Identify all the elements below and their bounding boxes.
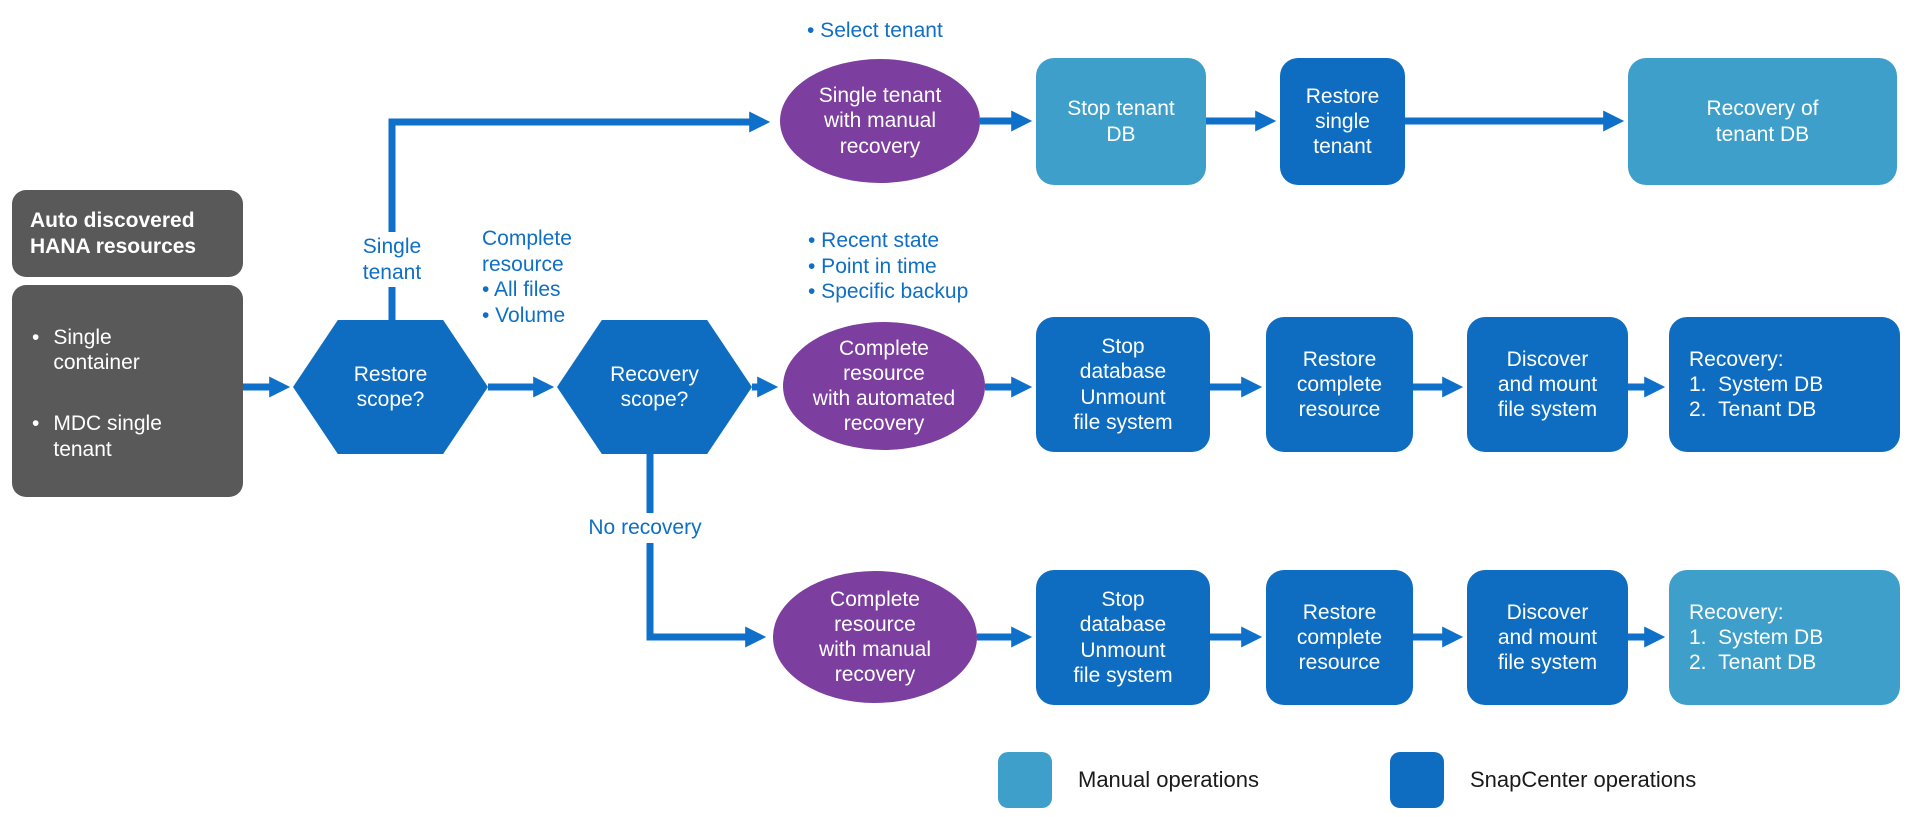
step-restore-complete-resource-automated: Restore complete resource (1266, 317, 1413, 452)
recovery-scope-decision-hexagon: Recovery scope? (557, 320, 752, 454)
complete-resource-manual-recovery-ellipse: Complete resource with manual recovery (773, 571, 977, 703)
list-item: • Single container (32, 325, 140, 375)
label-no-recovery: No recovery (575, 513, 715, 543)
legend-snapcenter-swatch (1390, 752, 1444, 808)
step-restore-single-tenant: Restore single tenant (1280, 58, 1405, 185)
legend-manual-swatch (998, 752, 1052, 808)
restore-scope-decision-hexagon: Restore scope? (293, 320, 488, 454)
list-item-label: Single container (53, 326, 140, 375)
bullet-icon: • (32, 326, 40, 349)
step-stop-database-unmount-automated: Stop database Unmount file system (1036, 317, 1210, 452)
list-item-label: MDC single tenant (53, 412, 162, 461)
step-stop-database-unmount-manual: Stop database Unmount file system (1036, 570, 1210, 705)
legend-manual-operations: Manual operations (998, 752, 1259, 808)
step-recovery-system-tenant-db-manual: Recovery: 1. System DB 2. Tenant DB (1669, 570, 1900, 705)
auto-discovered-hana-resources-box: Auto discovered HANA resources (12, 190, 243, 277)
label-select-tenant: • Select tenant (807, 19, 943, 42)
legend-manual-label: Manual operations (1078, 767, 1260, 792)
single-tenant-manual-recovery-ellipse: Single tenant with manual recovery (780, 59, 980, 183)
complete-resource-automated-recovery-ellipse: Complete resource with automated recover… (783, 322, 985, 450)
step-discover-and-mount-automated: Discover and mount file system (1467, 317, 1628, 452)
label-complete-resource-branch: Complete resource • All files • Volume (482, 227, 572, 327)
step-recovery-of-tenant-db: Recovery of tenant DB (1628, 58, 1897, 185)
legend-snapcenter-label: SnapCenter operations (1470, 767, 1697, 792)
list-item: • MDC single tenant (32, 411, 162, 461)
label-single-tenant-branch: Single tenant (340, 232, 444, 288)
legend-snapcenter-operations: SnapCenter operations (1390, 752, 1696, 808)
step-discover-and-mount-manual: Discover and mount file system (1467, 570, 1628, 705)
hana-resource-types-box: • Single container • MDC single tenant (12, 285, 243, 497)
bullet-icon: • (32, 412, 40, 436)
step-stop-tenant-db: Stop tenant DB (1036, 58, 1206, 185)
step-recovery-system-tenant-db-automated: Recovery: 1. System DB 2. Tenant DB (1669, 317, 1900, 452)
step-restore-complete-resource-manual: Restore complete resource (1266, 570, 1413, 705)
label-recovery-options: • Recent state • Point in time • Specifi… (808, 229, 969, 304)
